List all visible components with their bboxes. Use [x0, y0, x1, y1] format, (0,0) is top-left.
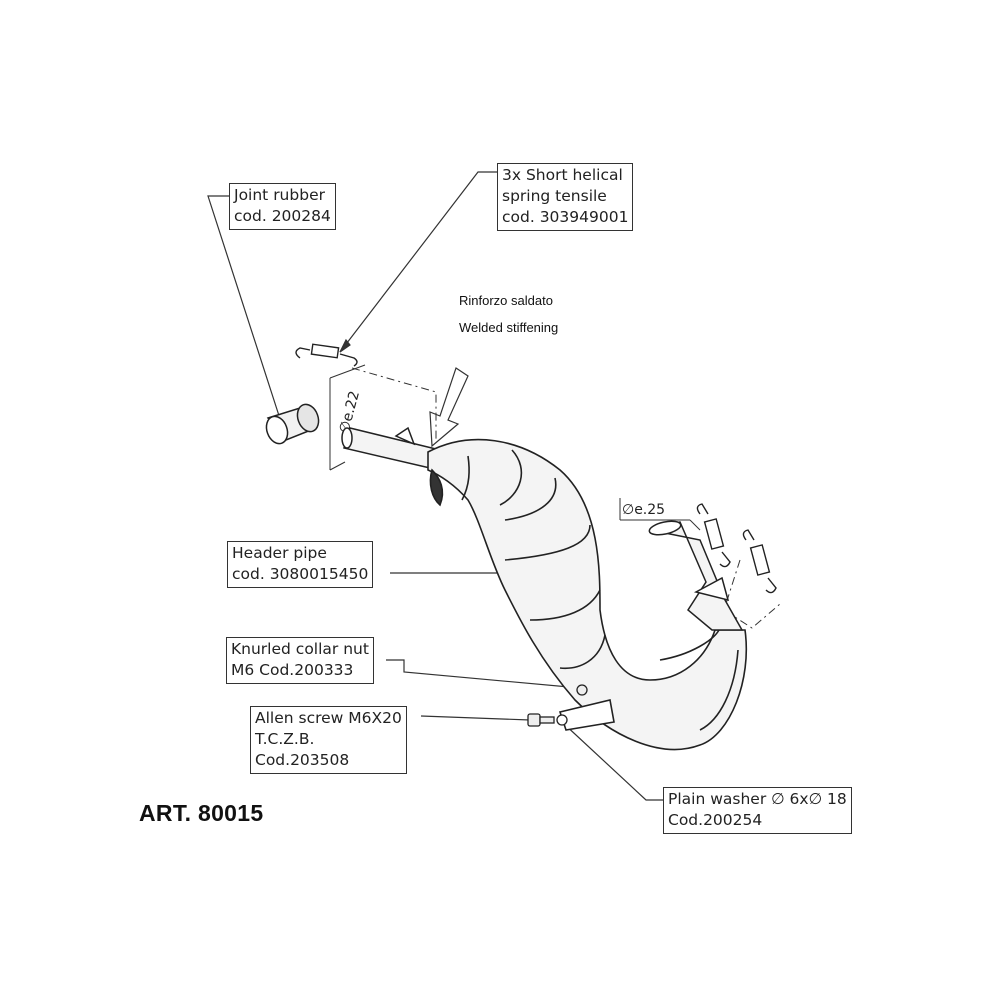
joint-rubber-part [265, 403, 320, 445]
outlet-tube [648, 520, 744, 631]
outlet-springs [696, 503, 777, 594]
header-pipe-label: Header pipe cod. 3080015450 [227, 541, 374, 588]
allen-screw-label-line1: Allen screw M6X20 [255, 709, 402, 727]
allen-screw-label-line2: T.C.Z.B. [255, 730, 315, 748]
spring-label-line1: 3x Short helical [502, 166, 623, 184]
expansion-chamber [427, 438, 747, 751]
inlet-spring [295, 343, 358, 367]
header-pipe-label-line1: Header pipe [232, 544, 327, 562]
fasteners [527, 684, 588, 727]
washer-label-line2: Cod.200254 [668, 811, 763, 829]
stiffening-note-italian: Rinforzo saldato [459, 293, 553, 308]
spring-label-line3: cod. 303949001 [502, 208, 629, 226]
collar-nut-label: Knurled collar nut M6 Cod.200333 [226, 637, 374, 684]
spring-label: 3x Short helical spring tensile cod. 303… [497, 163, 634, 231]
spring-label-line2: spring tensile [502, 187, 607, 205]
stiffening-arrow [429, 367, 469, 448]
outlet-dimension-label: ∅e.25 [622, 502, 665, 518]
inlet-pipe [341, 426, 442, 469]
allen-screw-label-line3: Cod.203508 [255, 751, 350, 769]
stiffening-note-english: Welded stiffening [459, 320, 559, 335]
washer-label-line1: Plain washer ∅ 6x∅ 18 [668, 790, 847, 808]
joint-rubber-label-line1: Joint rubber [234, 186, 325, 204]
joint-rubber-label: Joint rubber cod. 200284 [229, 183, 336, 230]
joint-rubber-label-line2: cod. 200284 [234, 207, 331, 225]
allen-screw-label: Allen screw M6X20 T.C.Z.B. Cod.203508 [250, 706, 407, 774]
collar-nut-label-line2: M6 Cod.200333 [231, 661, 354, 679]
collar-nut-label-line1: Knurled collar nut [231, 640, 369, 658]
dimension-lines [329, 364, 781, 629]
leader-lines [207, 171, 668, 801]
header-pipe-label-line2: cod. 3080015450 [232, 565, 369, 583]
washer-label: Plain washer ∅ 6x∅ 18 Cod.200254 [663, 787, 852, 834]
article-number: ART. 80015 [139, 800, 264, 826]
